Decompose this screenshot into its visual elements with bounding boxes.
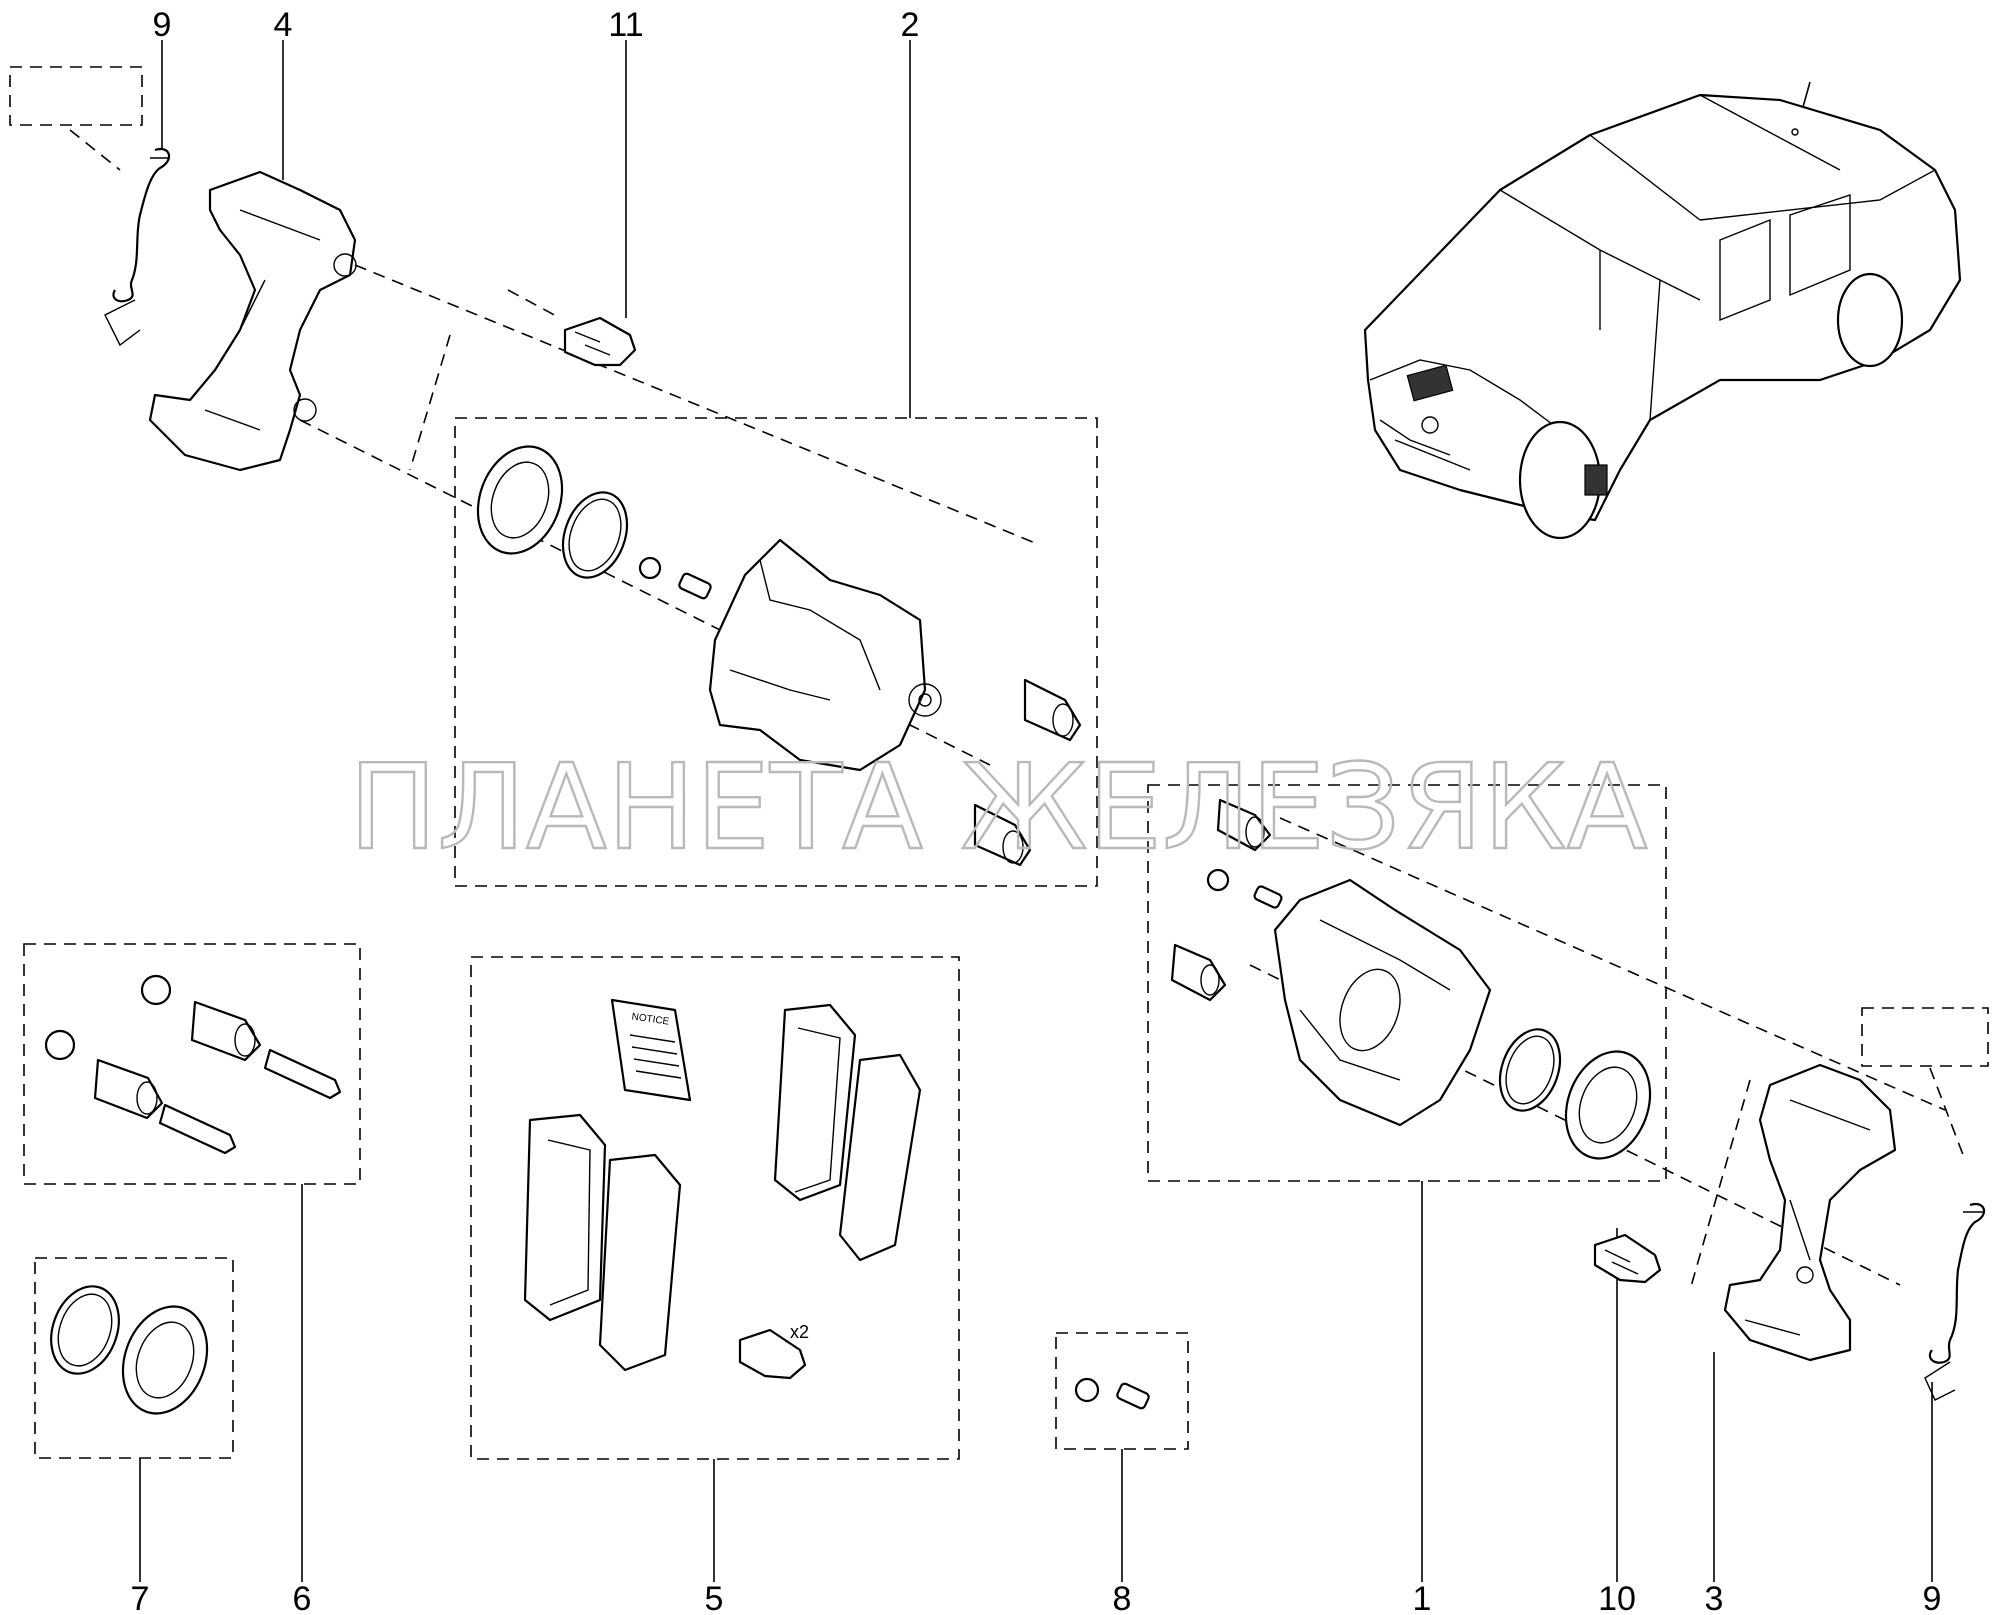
bolt-10: [1593, 1233, 1662, 1284]
callout-3: 3: [1705, 1580, 1724, 1615]
guide-pin-kit-6: [44, 974, 342, 1155]
spring-clip-right: [1924, 1202, 1986, 1401]
bolt-11: [563, 316, 637, 367]
pad-kit-5: NOTICE x2: [523, 998, 922, 1380]
caliper-bracket-left: [148, 170, 357, 472]
callout-7: 7: [131, 1580, 150, 1615]
callout-8: 8: [1113, 1580, 1132, 1615]
vehicle-illustration: [1363, 93, 1962, 540]
kit-box-8: [1055, 1332, 1189, 1450]
kit-box-6: [23, 943, 361, 1185]
callout-9-top-left: 9: [153, 6, 172, 44]
variant-box-right: [1861, 1007, 1989, 1067]
kit-box-2: [454, 417, 1098, 887]
callout-11: 11: [608, 6, 643, 44]
caliper-bracket-right: [1723, 1063, 1897, 1362]
seal-kit-7: [50, 1285, 209, 1415]
variant-box-left: [9, 66, 143, 126]
notice-booklet: NOTICE: [610, 998, 692, 1102]
caliper-assembly-2: [476, 445, 1082, 867]
leader-lines: [139, 40, 1933, 1582]
multiplier-label: x2: [790, 1322, 809, 1342]
bleeder-kit-8: [1074, 1377, 1150, 1410]
callout-1: 1: [1413, 1580, 1432, 1615]
kit-box-1: [1147, 784, 1667, 1182]
callout-10: 10: [1598, 1580, 1636, 1615]
callout-2: 2: [901, 6, 920, 44]
kit-box-5: [470, 956, 960, 1460]
callout-9-bottom-right: 9: [1923, 1580, 1942, 1615]
caliper-assembly-1: [1170, 798, 1652, 1160]
spring-clip-left: [104, 147, 171, 347]
callout-4: 4: [274, 6, 293, 44]
callout-6: 6: [293, 1580, 312, 1615]
callout-5: 5: [705, 1580, 724, 1615]
booklet-label: NOTICE: [631, 1011, 670, 1027]
watermark: ПЛАНЕТА ЖЕЛЕЗЯКА: [349, 738, 1648, 876]
